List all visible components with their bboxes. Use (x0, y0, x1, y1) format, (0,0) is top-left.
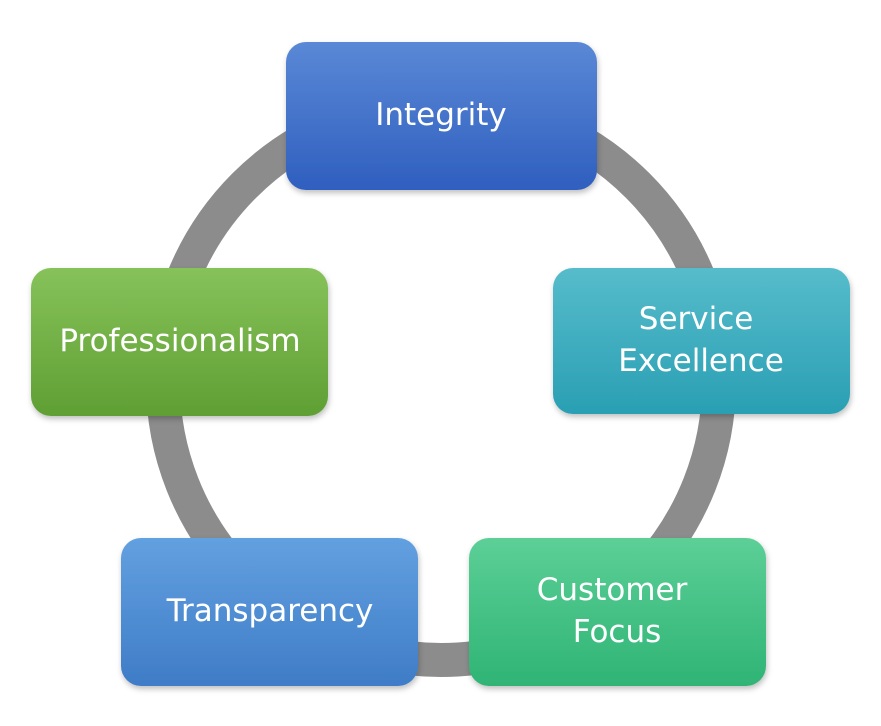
node-service-excellence-label: Service Excellence (618, 301, 784, 379)
node-integrity: Integrity (286, 42, 597, 190)
node-professionalism-label-line-1: Professionalism (59, 323, 300, 359)
node-customer-focus: Customer Focus (469, 538, 766, 686)
node-customer-focus-label-line-2: Focus (573, 614, 662, 650)
node-transparency: Transparency (121, 538, 418, 686)
node-service-excellence-label-line-2: Excellence (618, 343, 784, 379)
node-professionalism-box (31, 268, 328, 416)
node-integrity-box (286, 42, 597, 190)
node-integrity-label: Integrity (375, 97, 507, 133)
node-professionalism: Professionalism (31, 268, 328, 416)
node-transparency-box (121, 538, 418, 686)
node-service-excellence: Service Excellence (553, 268, 850, 414)
node-service-excellence-box (553, 268, 850, 414)
node-professionalism-label: Professionalism (59, 323, 300, 359)
node-transparency-label: Transparency (166, 593, 374, 629)
node-service-excellence-label-line-1: Service (639, 301, 754, 337)
node-customer-focus-label-line-1: Customer (537, 572, 688, 608)
node-integrity-label-line-1: Integrity (375, 97, 507, 133)
node-customer-focus-box (469, 538, 766, 686)
node-transparency-label-line-1: Transparency (166, 593, 374, 629)
node-customer-focus-label: Customer Focus (537, 572, 697, 650)
